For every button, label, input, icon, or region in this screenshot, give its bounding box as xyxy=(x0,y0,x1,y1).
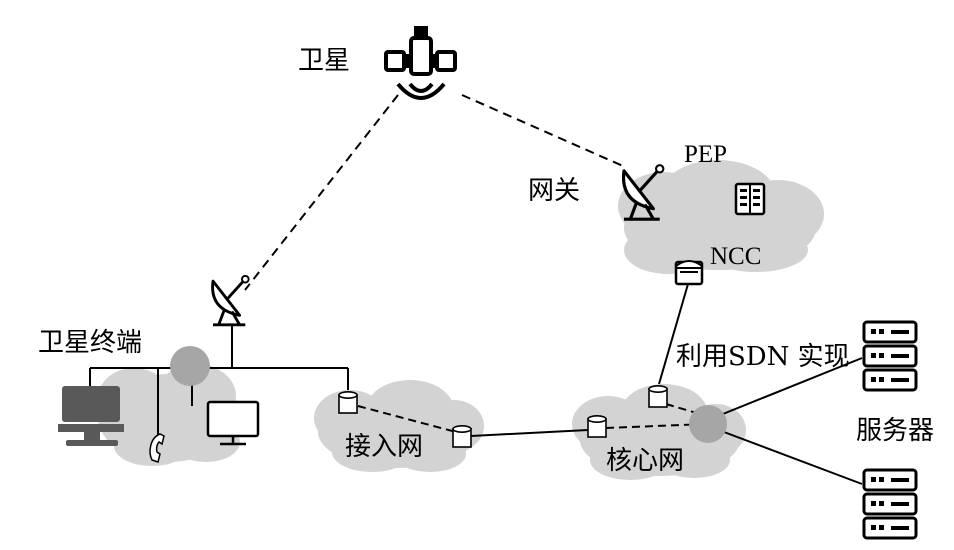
core-server-link-top xyxy=(707,357,863,421)
satellite-link-terminal xyxy=(244,94,399,291)
satellite-link-gateway xyxy=(461,94,624,167)
pep-device-icon xyxy=(734,182,766,216)
core-node-2 xyxy=(648,384,668,408)
access-network-cloud xyxy=(314,380,484,472)
phone-icon xyxy=(149,433,165,463)
servers-label: 服务器 xyxy=(856,416,935,446)
core-node-1 xyxy=(587,414,607,438)
ncc-core-link xyxy=(658,283,689,385)
access-dashed-link xyxy=(357,405,457,433)
satellite-terminal-label: 卫星终端 xyxy=(38,328,143,358)
core-network-label: 核心网 xyxy=(606,446,685,476)
access-node-2 xyxy=(452,424,472,448)
gateway-label: 网关 xyxy=(528,176,581,206)
monitor-icon xyxy=(206,400,260,446)
sdn-note-label: 利用SDN 实现 xyxy=(676,342,850,372)
server-icon xyxy=(862,468,918,540)
satellite-label: 卫星 xyxy=(298,46,351,76)
core-server-link-bottom xyxy=(707,425,863,485)
sdn-switch-node xyxy=(689,405,727,443)
satellite-icon xyxy=(384,26,457,100)
access-network-label: 接入网 xyxy=(345,432,424,462)
server-icon xyxy=(862,320,918,392)
access-node-1 xyxy=(338,390,358,414)
desktop-icon xyxy=(58,386,124,446)
pep-label: PEP xyxy=(684,141,728,168)
router-icon xyxy=(170,346,210,386)
ncc-device-icon xyxy=(674,260,704,286)
ncc-label: NCC xyxy=(710,243,762,270)
terminal-dish-icon xyxy=(211,274,251,327)
access-core-link xyxy=(470,429,589,437)
